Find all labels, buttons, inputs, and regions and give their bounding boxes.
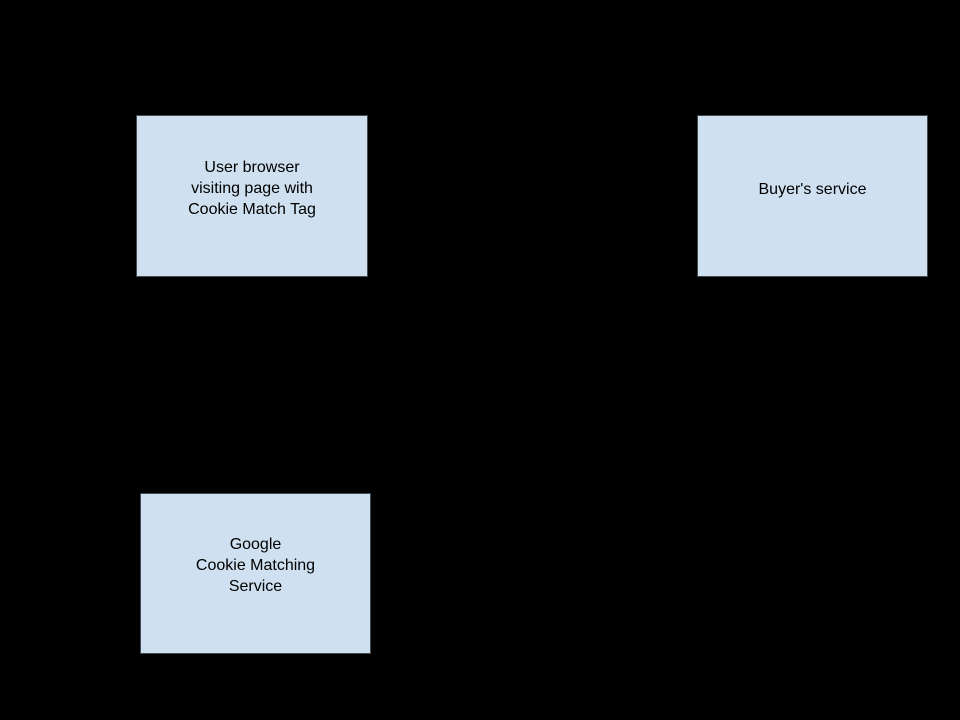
node-user-browser-label: User browser visiting page with Cookie M… [188, 159, 316, 218]
node-user-browser[interactable]: User browser visiting page with Cookie M… [136, 115, 368, 277]
node-buyers-service-label: Buyer's service [758, 181, 867, 198]
node-google-cookie-matching-service[interactable]: Google Cookie Matching Service [140, 493, 371, 654]
node-google-cookie-matching-service-label: Google Cookie Matching Service [195, 536, 316, 595]
node-buyers-service[interactable]: Buyer's service [697, 115, 928, 277]
